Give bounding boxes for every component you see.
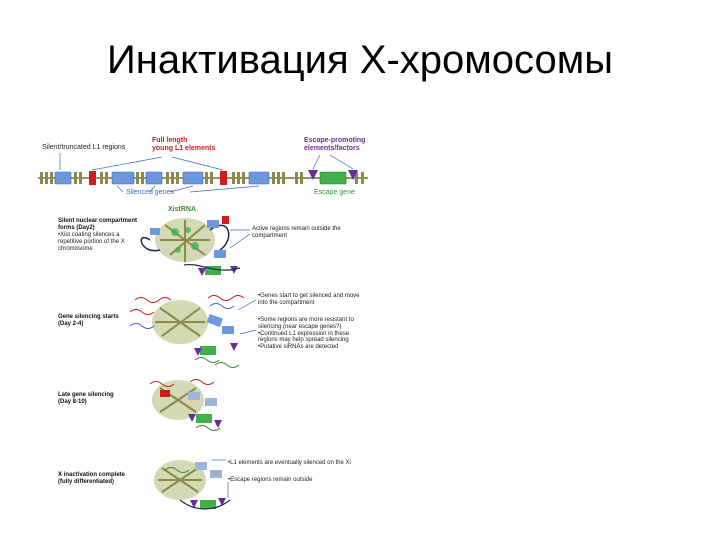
label-escape-promoting-line2: elements/factors (304, 145, 360, 153)
stage-4-compartment (154, 459, 231, 510)
stage-4-title-line2: (fully differentiated) (58, 478, 115, 485)
stage-2-note-line4: silencing (near escape genes?) (258, 323, 342, 330)
stage-1-bullet-line2: repetitive portion of the X (58, 238, 125, 245)
stage-2-note-line3: •Some regions are more resistant to (258, 316, 354, 323)
stage-1-compartment (140, 216, 251, 276)
stage-2-title-line2: (Day 2-4) (58, 320, 84, 327)
stage-4-title: X inactivation complete (fully different… (58, 472, 125, 486)
stage-1-title-line2: forms (Day2) (58, 224, 95, 231)
stage-1-title-line1: Silent nuclear compartment (58, 218, 138, 224)
slide-title: Инактивация X-хромосомы (107, 38, 613, 82)
stage-4-note-line1: •L1 elements are eventually silenced on … (228, 460, 351, 466)
label-l1-truncated-text: Silent/truncated L1 regions (42, 144, 126, 151)
stage-2-note-line2: into the compartment (258, 299, 315, 306)
label-full-length-l1: Full length young L1 elements (152, 137, 215, 153)
stage-3-title: Late gene silencing (Day 8-10) (58, 392, 114, 406)
stage-1-bullet-line3: chromosome (58, 245, 93, 252)
stage-1-notes: Active regions remain outside the compar… (252, 226, 341, 240)
stage-1-bullets: •Xist coating silences a repetitive port… (58, 232, 125, 253)
label-escape-promoting-line1: Escape-promoting (304, 137, 366, 144)
stage-2-compartment (129, 295, 257, 368)
label-full-length-line1: Full length (152, 137, 188, 144)
stage-3-title-line1: Late gene silencing (58, 392, 114, 398)
stage-4-note-line2: •Escape regions remain outside (228, 476, 313, 483)
label-escape-gene: Escape gene (314, 189, 355, 196)
stage-2-title: Gene silencing starts (Day 2-4) (58, 314, 119, 328)
label-l1-truncated: Silent/truncated L1 regions (42, 144, 125, 152)
label-full-length-line2: young L1 elements (152, 145, 216, 153)
stage-2-note-line5: •Continued L1 expression in these (258, 330, 350, 337)
stage-4-notes: •L1 elements are eventually silenced on … (228, 460, 351, 484)
stage-2-note-line1: •Genes start to get silenced and move (258, 293, 360, 299)
stage-2-note-line6: regions may help spread silencing (258, 337, 349, 344)
stage-2-title-line1: Gene silencing starts (58, 314, 119, 320)
stage-1-note-line1: Active regions remain outside the (252, 226, 341, 232)
stage-1-title: Silent nuclear compartment forms (Day2) (58, 218, 137, 232)
label-escape-promoting: Escape-promoting elements/factors (304, 137, 365, 153)
stage-3-title-line2: (Day 8-10) (58, 398, 87, 405)
stage-4-title-line1: X inactivation complete (58, 472, 126, 478)
chromosome-diagram (38, 153, 368, 193)
stage-2-notes: •Genes start to get silenced and move in… (258, 293, 360, 351)
stage-1-bullet-line1: •Xist coating silences a (58, 232, 120, 238)
stage-2-note-line7: •Putative siRNAs are detected (258, 344, 339, 351)
label-xist-rna: XistRNA (168, 206, 197, 213)
stage-3-compartment (149, 379, 222, 431)
label-silenced-genes: Silenced genes (126, 189, 174, 196)
stage-1-note-line2: compartment (252, 232, 288, 239)
